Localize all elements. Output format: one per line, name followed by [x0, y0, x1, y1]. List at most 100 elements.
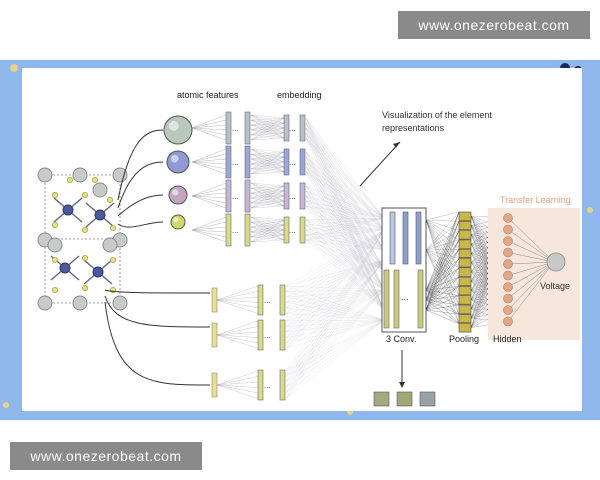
fan-line: [305, 219, 385, 291]
fan-line: [305, 195, 385, 231]
atom-sphere: [163, 115, 193, 145]
fan-line: [305, 200, 385, 231]
ellipsis: ...: [289, 226, 296, 235]
crystal-metal-atom: [59, 262, 71, 274]
fan-line: [250, 231, 285, 241]
fan-line: [425, 230, 460, 251]
fan-line: [305, 132, 385, 231]
fan-line: [250, 182, 285, 202]
fan-line: [305, 219, 385, 231]
fan-line: [285, 259, 385, 333]
fan-line: [285, 229, 385, 303]
conv-bond-column: [393, 269, 400, 329]
hidden-neuron: [503, 305, 513, 315]
fan-line: [250, 119, 285, 124]
fan-line: [305, 229, 385, 291]
crystal-to-bond-arrow: [104, 295, 211, 328]
crystal-small-atom: [82, 284, 89, 291]
fan-line: [191, 127, 227, 131]
conv-feature-column: [389, 211, 396, 265]
fan-line: [250, 229, 285, 233]
fan-line: [305, 161, 385, 219]
fan-line: [305, 127, 385, 311]
fan-line: [250, 156, 285, 170]
fan-line: [250, 224, 285, 228]
fan-line: [425, 249, 460, 259]
fan-line: [285, 229, 385, 309]
embedding-column: [283, 182, 290, 210]
fan-line: [250, 158, 285, 163]
atom-sphere: [166, 150, 190, 174]
fan-line: [305, 185, 385, 291]
hidden-neuron: [503, 316, 513, 327]
fan-line: [191, 221, 227, 231]
embedding-column: [299, 148, 306, 176]
fan-line: [285, 259, 385, 327]
fan-line: [305, 229, 385, 251]
hidden-neuron: [503, 293, 513, 304]
fan-line: [191, 153, 227, 163]
fan-line: [250, 216, 285, 236]
fan-line: [305, 171, 385, 231]
fan-line: [305, 200, 385, 251]
fan-line: [305, 117, 385, 291]
crystal-metal-atom: [92, 266, 104, 278]
fan-line: [305, 122, 385, 311]
fan-line: [216, 291, 259, 301]
fan-line: [425, 276, 460, 311]
label-visualization-2: representations: [382, 123, 445, 133]
fan-line: [285, 259, 385, 349]
fan-line: [285, 259, 385, 377]
fan-line: [305, 200, 385, 219]
fan-line: [285, 289, 385, 394]
fan-line: [250, 166, 285, 175]
fan-line: [191, 119, 227, 129]
hidden-to-output-line: [507, 261, 555, 276]
fan-line: [250, 148, 285, 168]
fan-line: [305, 117, 385, 271]
fan-line: [305, 117, 385, 219]
fan-line: [425, 309, 460, 324]
fan-line: [250, 151, 285, 175]
fan-line: [305, 166, 385, 219]
fan-line: [216, 384, 259, 394]
fan-line: [250, 153, 285, 158]
fan-line: [250, 122, 285, 131]
fan-line: [250, 114, 285, 134]
fan-line: [250, 185, 285, 189]
fan-line: [305, 185, 385, 271]
fan-line: [250, 187, 285, 192]
atomic-feature-column: [244, 111, 251, 145]
fan-line: [305, 190, 385, 251]
fan-line: [285, 229, 385, 383]
element-representation-square: [419, 391, 436, 407]
element-representation-square: [396, 391, 413, 407]
fan-line: [425, 249, 460, 269]
hidden-to-output-line: [507, 261, 555, 311]
fan-line: [425, 299, 460, 315]
fan-line: [425, 299, 460, 324]
fan-line: [250, 151, 285, 170]
fan-line: [250, 190, 285, 209]
atomic-feature-column: [244, 179, 251, 213]
fan-line: [216, 285, 259, 301]
fan-line: [250, 117, 285, 121]
fan-line: [250, 122, 285, 136]
fan-line: [250, 234, 285, 238]
fan-line: [285, 259, 385, 399]
fan-line: [305, 117, 385, 231]
fan-line: [305, 137, 385, 291]
fan-line: [250, 156, 285, 160]
atomic-feature-column: [244, 213, 251, 247]
fan-line: [305, 234, 385, 251]
embedding-column: [283, 114, 290, 142]
fan-line: [191, 114, 227, 129]
crystal-large-atom: [102, 237, 118, 253]
fan-line: [285, 229, 385, 327]
crystal-small-atom: [92, 176, 99, 183]
fan-line: [250, 216, 285, 221]
fan-line: [425, 248, 460, 251]
fan-line: [305, 224, 385, 231]
fan-line: [250, 229, 285, 243]
fan-line: [425, 219, 460, 241]
